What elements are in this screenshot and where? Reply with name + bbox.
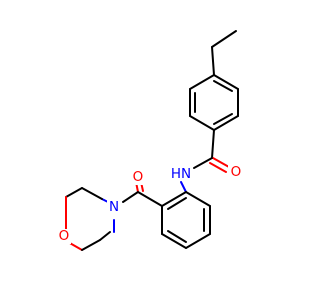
- label-morpholine-n: N: [107, 199, 121, 215]
- label-morpholine-o: O: [57, 228, 71, 244]
- amide-cn-bond: [193, 157, 213, 169]
- amide-co-bond: [212, 157, 230, 168]
- atom-label-amide-h: H: [171, 166, 181, 182]
- molecule-drawing: N H O O N O: [57, 30, 242, 251]
- morpholine-ring: [65, 187, 115, 251]
- label-amide-nh: N H: [171, 166, 192, 182]
- atom-label-amide-o: O: [231, 164, 242, 180]
- ring-to-carbonyl-bond: [211, 129, 215, 159]
- amide-co-double-bond: [209, 162, 227, 173]
- atom-label-amide-n: N: [181, 166, 191, 182]
- structure-canvas: N H O O N O: [57, 30, 242, 251]
- ketone-to-n-bond: [122, 191, 139, 203]
- n-to-ring-bond: [180, 181, 187, 193]
- lower-benzene-ring: [161, 191, 211, 249]
- ethyl-ch3-bond: [211, 30, 237, 48]
- label-amide-o: O: [228, 164, 242, 180]
- atom-label-morpholine-n: N: [109, 199, 119, 215]
- ring-to-ketone-bond: [137, 191, 163, 207]
- ethyl-ch2-bond: [211, 46, 215, 76]
- label-ketone-o: O: [130, 169, 144, 185]
- top-benzene-ring: [189, 74, 239, 131]
- atom-label-morpholine-o: O: [59, 228, 70, 244]
- atom-label-ketone-o: O: [133, 169, 144, 185]
